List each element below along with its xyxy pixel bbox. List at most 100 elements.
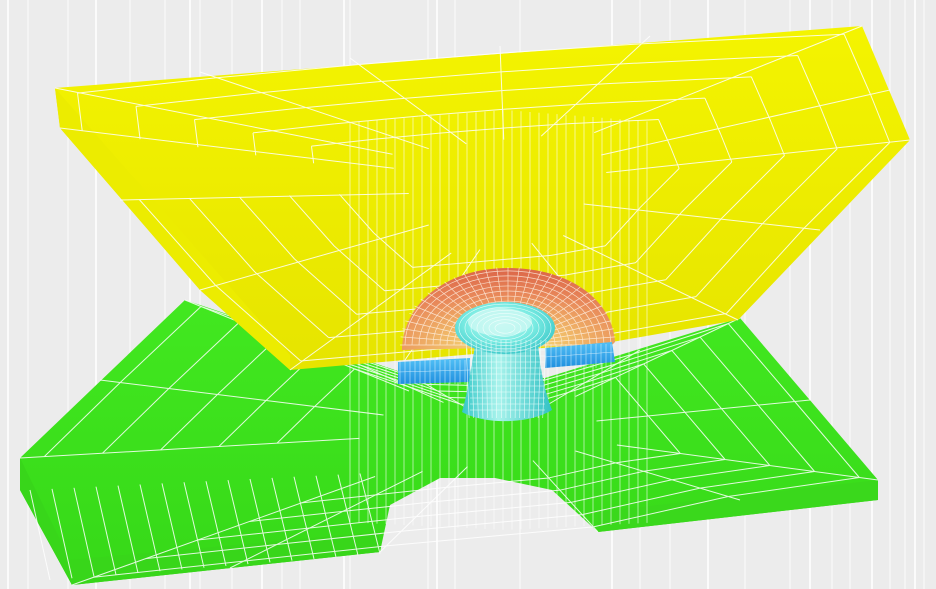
upper-die-mesh-line (252, 123, 335, 134)
upper-die-mesh-line (215, 64, 358, 79)
punch-mesh-ring (464, 306, 546, 350)
punch-mesh-line (533, 339, 537, 419)
ring-mesh-arc (432, 290, 584, 346)
ring-mesh-arc (446, 300, 570, 346)
upper-die-mesh-line (138, 199, 216, 286)
lower-die-mesh-line (616, 444, 879, 481)
lower-die-mesh-line (616, 336, 701, 365)
upper-die-mesh-line (333, 245, 385, 292)
punch-mesh-line (524, 339, 527, 419)
upper-die-mesh-line (564, 262, 636, 276)
lower-die-mesh-line (647, 415, 681, 454)
lower-die-mesh-line (276, 530, 402, 546)
upper-die (54, 25, 911, 371)
ring-base-mesh-line (544, 351, 615, 358)
upper-die-mesh-line (601, 89, 891, 156)
upper-die-mesh-line (695, 222, 764, 297)
upper-die-mesh-line (373, 232, 413, 268)
lower-die-mesh-line (568, 376, 616, 393)
upper-die-mesh-line (843, 33, 872, 96)
upper-die-mesh-line (594, 25, 863, 134)
punch-mesh-line (470, 339, 475, 419)
lower-die-mesh-line (271, 477, 293, 561)
upper-die-mesh-line (681, 161, 733, 213)
upper-die-mesh-line (770, 120, 785, 156)
punch-mesh-line (490, 339, 493, 419)
upper-die-mesh-line (377, 71, 501, 83)
lower-die-mesh-line (600, 350, 673, 374)
punch-mesh (458, 303, 552, 419)
lower-die-mesh-line (168, 321, 240, 389)
lower-die-mesh-line (584, 363, 644, 384)
upper-die-mesh-line (586, 97, 705, 105)
upper-die-mesh-line (238, 196, 295, 260)
punch-mesh-line (542, 339, 547, 419)
upper-die-mesh-line (606, 313, 727, 335)
lower-die-mesh-line (161, 483, 183, 570)
upper-die-mesh-line (294, 258, 357, 315)
lower-die-mesh-line (728, 477, 860, 497)
lower-die-mesh-line (538, 363, 618, 388)
lower-die-mesh-line (249, 478, 271, 563)
upper-die-mesh-line (252, 132, 257, 156)
upper-die-mesh-line (349, 57, 467, 145)
lower-die-mesh-line (197, 527, 310, 541)
lower-die-mesh-line (243, 545, 387, 562)
lower-die-mesh-line (99, 379, 384, 416)
upper-die-mesh-line (398, 90, 502, 100)
upper-die-mesh-line (334, 115, 419, 125)
lower-die-mesh-line (139, 484, 161, 572)
lower-die-mesh-line (43, 382, 121, 457)
lower-die-mesh-line (119, 306, 202, 383)
upper-die-mesh-line (294, 98, 399, 110)
upper-die-mesh-line (665, 217, 723, 281)
upper-die-mesh-line (194, 119, 199, 148)
punch-insert (455, 302, 555, 422)
lower-die-mesh-line (575, 450, 741, 501)
upper-die-mesh-line (670, 146, 680, 169)
lower-die-mesh-line (794, 401, 860, 478)
lower-die-mesh-line (218, 400, 267, 447)
ring-mesh-arc (404, 270, 612, 346)
lower-die-mesh-line (721, 408, 771, 466)
punch-mesh-line (480, 339, 484, 419)
upper-die-mesh-line (592, 296, 697, 316)
punch-mesh-line (495, 339, 498, 419)
lower-die-mesh-line (19, 437, 360, 459)
upper-die-mesh-line (750, 76, 772, 122)
lower-die-mesh-line (615, 453, 681, 464)
upper-die-mesh-line (289, 252, 452, 371)
lower-die-mesh-line (309, 516, 417, 529)
lower-die-mesh-line (229, 470, 423, 569)
lower-die-mesh-line (337, 474, 359, 556)
upper-die-mesh-line (214, 284, 302, 362)
lower-die-mesh-line (359, 473, 381, 554)
ring-base (397, 342, 615, 384)
lower-die-mesh-line (575, 317, 741, 397)
lower-die-mesh-line (633, 323, 729, 355)
upper-die-mesh-line (502, 103, 587, 110)
lower-die-mesh-line (205, 481, 227, 567)
lower-die-mesh-line (431, 489, 560, 503)
upper-die-mesh-line (289, 195, 335, 247)
punch-head-top (468, 308, 532, 336)
upper-die-mesh-line (135, 92, 255, 107)
punch-mesh-ring (482, 316, 528, 340)
lower-die-mesh-line (95, 486, 117, 575)
punch-mesh-line (528, 339, 532, 419)
upper-die-mesh-line (461, 254, 552, 264)
upper-die-mesh (54, 25, 911, 371)
lower-die-mesh-line (117, 485, 139, 574)
lower-die-mesh-line (249, 510, 343, 522)
ring-mesh-arc (411, 275, 605, 346)
punch-mesh-ring (476, 313, 534, 343)
lower-die-mesh-line (29, 489, 51, 581)
upper-die-mesh-line (194, 108, 295, 121)
punch-mesh-line (485, 339, 488, 419)
upper-die-mesh-line (199, 224, 429, 291)
lower-die-mesh-line (684, 411, 726, 460)
upper-die-mesh-line (412, 262, 463, 268)
lower-die-mesh-line (727, 323, 796, 402)
upper-die-mesh-line (721, 155, 785, 218)
